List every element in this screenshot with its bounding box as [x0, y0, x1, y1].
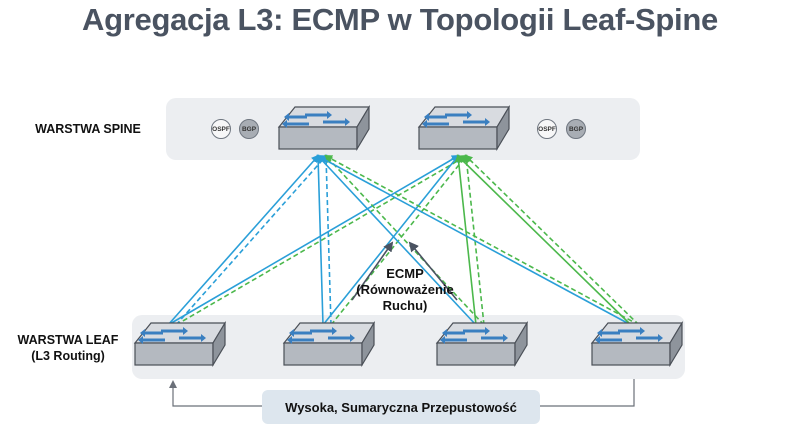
link-leaf4-spine2-solid — [456, 154, 632, 326]
link-leaf3-spine2-solid — [454, 154, 477, 326]
ecmp-arrow-right — [408, 241, 458, 301]
leaf-switch-3 — [435, 320, 529, 368]
ecmp-annotation-line2: (Równoważenie — [356, 282, 454, 297]
link-leaf4-spine1-dashed — [324, 155, 640, 326]
link-leaf1-spine2-solid — [167, 154, 460, 326]
link-leaf2-spine1-solid — [314, 154, 324, 326]
bgp-badge-spine-2: BGP — [566, 119, 586, 139]
link-leaf3-spine1-dashed — [324, 154, 485, 326]
link-leaf1-spine1-solid — [167, 154, 320, 326]
spine-switch-1 — [277, 104, 371, 152]
diagram-title: Agregacja L3: ECMP w Topologii Leaf-Spin… — [82, 2, 718, 37]
leaf-layer-label: WARSTWA LEAF (L3 Routing) — [8, 332, 128, 364]
bandwidth-bracket-left — [169, 380, 262, 407]
ecmp-links — [167, 154, 640, 326]
leaf-switch-2 — [282, 320, 376, 368]
leaf-switch-1 — [133, 320, 227, 368]
link-leaf4-spine1-solid — [316, 155, 632, 326]
leaf-layer-label-line2: (L3 Routing) — [31, 349, 105, 363]
ecmp-annotation: ECMP (Równoważenie Ruchu) — [350, 266, 460, 314]
link-leaf3-spine1-solid — [316, 154, 477, 326]
spine-switch-2 — [417, 104, 511, 152]
link-leaf2-spine2-solid — [322, 154, 460, 326]
bandwidth-label: Wysoka, Sumaryczna Przepustowość — [262, 390, 540, 424]
ospf-badge-spine-1: OSPF — [211, 119, 231, 139]
leaf-switch-4 — [590, 320, 684, 368]
ecmp-annotation-line3: Ruchu) — [382, 298, 428, 313]
spine-layer-label: WARSTWA SPINE — [35, 122, 141, 136]
leaf-layer-label-line1: WARSTWA LEAF — [17, 333, 119, 347]
ecmp-arrow-left — [351, 241, 394, 301]
ospf-badge-spine-2: OSPF — [537, 119, 557, 139]
link-leaf4-spine2-dashed — [464, 154, 640, 326]
bgp-badge-spine-1: BGP — [239, 119, 259, 139]
link-leaf2-spine1-dashed — [322, 154, 332, 326]
bandwidth-bracket-right — [540, 379, 635, 407]
link-leaf1-spine1-dashed — [175, 154, 328, 326]
ecmp-annotation-line1: ECMP — [386, 266, 424, 281]
